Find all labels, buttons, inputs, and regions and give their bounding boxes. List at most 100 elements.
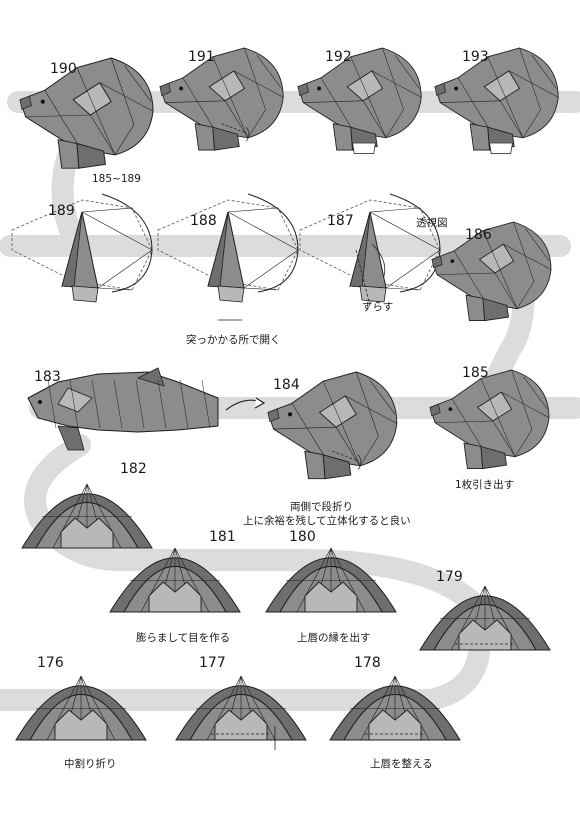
radial-crease — [484, 585, 520, 651]
crease-line — [350, 56, 387, 138]
flow-band-row4 — [24, 434, 481, 611]
snout-tip — [159, 82, 171, 97]
snout-block — [368, 709, 422, 741]
crease-line — [157, 379, 167, 429]
crease-line — [523, 376, 548, 410]
ear-flap — [478, 243, 515, 274]
crease-line — [227, 207, 279, 213]
crease-line — [124, 65, 152, 102]
neck-block — [332, 123, 354, 151]
crease-line — [516, 281, 535, 309]
crease-line — [47, 379, 57, 429]
neck-block — [465, 294, 486, 322]
step-185-figure — [429, 369, 550, 470]
crease-line — [356, 371, 379, 437]
snout-tip — [297, 82, 309, 97]
radial-crease — [394, 675, 430, 741]
ear-flap — [57, 387, 93, 413]
foot-block — [359, 285, 387, 303]
step-178-figure — [329, 675, 461, 741]
flow-band-row5 — [0, 629, 491, 711]
crease-line — [394, 54, 420, 89]
eye-dot — [317, 86, 322, 91]
step-number-189: 189 — [48, 203, 75, 219]
puff-eyes-note: 膨らまして目を作る — [136, 632, 231, 644]
crease-line — [273, 426, 337, 430]
step-184-figure — [267, 371, 398, 480]
eye-dot — [40, 99, 45, 104]
snout-block — [148, 581, 202, 613]
step-189-figure — [11, 193, 153, 303]
pleat-both-sides-note: 両側で段折り — [290, 501, 353, 513]
step-179-figure — [419, 585, 551, 651]
crease-line — [256, 54, 282, 89]
ear-flap — [346, 70, 384, 102]
step-number-181: 181 — [209, 529, 236, 545]
step-188-figure — [157, 193, 299, 321]
step-number-180: 180 — [289, 529, 316, 545]
front-view — [419, 585, 551, 651]
crease-line — [480, 378, 516, 457]
crease-line — [76, 67, 116, 156]
eye-dot — [38, 400, 42, 404]
radial-crease — [206, 675, 242, 741]
top-fin — [136, 367, 165, 387]
shift-arrow — [371, 243, 386, 277]
eye-dot — [288, 412, 293, 417]
step-181-figure — [109, 547, 241, 613]
snout-tip — [267, 408, 280, 423]
fold-arrow — [357, 454, 362, 470]
shift-note: ずらす — [362, 301, 394, 313]
crease-line — [182, 77, 217, 133]
step-number-177: 177 — [199, 655, 226, 671]
snout-tip — [431, 255, 443, 269]
boar-head — [429, 369, 550, 470]
step-number-182: 182 — [120, 461, 147, 477]
eye-dot — [448, 407, 453, 411]
grey-flap-shade — [207, 211, 229, 288]
crease-line — [385, 249, 441, 289]
crease-line — [179, 379, 189, 429]
crease-line — [233, 70, 284, 98]
radial-crease — [52, 483, 88, 549]
crease-line — [99, 82, 154, 112]
snout-block — [214, 709, 268, 741]
front-view — [21, 483, 153, 549]
crease-line — [69, 379, 79, 429]
perspective-note: 透視図 — [416, 217, 448, 229]
step-number-184: 184 — [273, 377, 300, 393]
ear-flap — [318, 395, 357, 428]
boar-head — [159, 47, 284, 151]
crease-line — [212, 56, 249, 138]
crease-line — [453, 250, 487, 304]
step-190-figure — [19, 57, 154, 169]
crease-line — [135, 379, 145, 429]
crease-line — [457, 77, 492, 133]
step-number-191: 191 — [188, 49, 215, 65]
crease-line — [81, 211, 153, 251]
snout-block — [60, 517, 114, 549]
radial-crease — [330, 547, 366, 613]
fold-arrow — [245, 126, 250, 142]
crease-line — [113, 379, 123, 429]
front-view — [15, 675, 147, 741]
ear-flap — [72, 82, 112, 116]
crease-line — [435, 420, 493, 423]
neck-block — [57, 139, 80, 169]
crease-line — [359, 436, 379, 466]
step-number-178: 178 — [354, 655, 381, 671]
step-191-figure — [159, 47, 284, 151]
ear-flap — [208, 70, 246, 102]
leg-block — [57, 425, 85, 451]
crease-line — [514, 429, 533, 457]
foot-block — [217, 285, 245, 303]
crease-line — [437, 272, 495, 275]
crease-line — [531, 54, 557, 89]
front-view — [175, 675, 307, 750]
eye-dot — [450, 259, 455, 263]
crease-line — [508, 70, 559, 98]
leave-slack-note: 上に余裕を残して立体化すると良い — [243, 515, 411, 527]
crease-line — [525, 228, 550, 262]
radial-crease — [296, 547, 332, 613]
